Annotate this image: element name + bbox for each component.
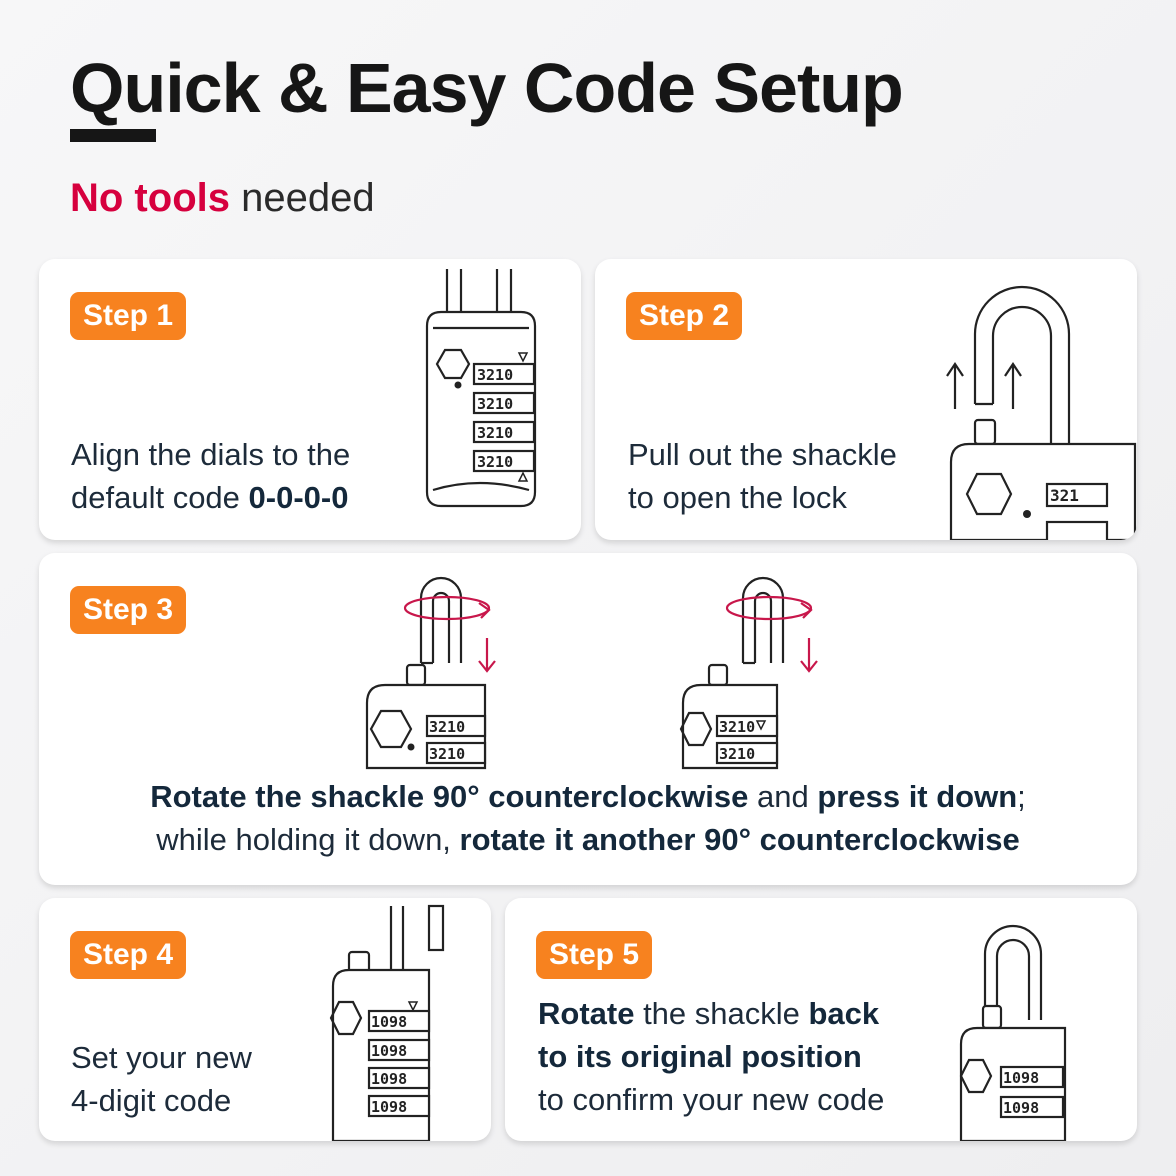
step-4-line-1: Set your new [71,1040,252,1075]
step-4-line-2: 4-digit code [71,1083,232,1118]
step-5-bold-3: to its original position [538,1039,862,1074]
dial-digits: 1098 [371,1013,407,1031]
step-2-description: Pull out the shackle to open the lock [628,433,897,519]
dial-digits: 3210 [477,424,513,442]
dial-digits: 1098 [371,1070,407,1088]
step-4-card: Step 4 Set your new 4-digit code 1098 10… [39,898,491,1141]
padlock-closed-icon: 1098 1098 [959,924,1067,1141]
subtitle: No tools needed [70,176,375,221]
step-1-line-2: default code 0-0-0-0 [71,476,350,519]
step-5-line-2: to its original position [538,1035,884,1078]
dial-digits: 321 [1050,486,1079,505]
padlock-closed-icon: 3210 3210 3210 3210 [425,269,537,508]
step-1-line-2-text: default code [71,480,249,515]
padlock-rotate-icon: 3210 3210 [679,576,818,770]
step-2-line-2: to open the lock [628,480,847,515]
dial-digits: 1098 [371,1098,407,1116]
step-3-bold-1: Rotate the shackle 90° counterclockwise [150,779,749,814]
padlock-rotate-icon: 3210 3210 [365,576,496,770]
dial-digits: 3210 [477,395,513,413]
step-3-text-3: while holding it down, [156,822,460,857]
step-5-card: Step 5 Rotate the shackle back to its or… [505,898,1137,1141]
step-4-description: Set your new 4-digit code [71,1036,252,1122]
step-3-bold-3: rotate it another 90° counterclockwise [459,822,1020,857]
step-3-line-1: Rotate the shackle 90° counterclockwise … [39,775,1137,818]
step-5-text-1: the shackle [634,996,809,1031]
step-1-description: Align the dials to the default code 0-0-… [71,433,350,519]
dial-digits: 3210 [477,453,513,471]
step-2-badge: Step 2 [626,292,743,340]
dial-digits: 1098 [1003,1069,1039,1087]
step-3-bold-2: press it down [817,779,1018,814]
padlock-open-icon: 321 [946,285,1137,540]
step-3-line-2: while holding it down, rotate it another… [39,818,1137,861]
dial-digits: 3210 [719,745,755,763]
step-5-bold-2: back [808,996,880,1031]
step-5-description: Rotate the shackle back to its original … [538,992,884,1121]
dial-digits: 3210 [719,718,755,736]
step-1-line-1: Align the dials to the [71,437,351,472]
dial-digits: 1098 [1003,1099,1039,1117]
subtitle-rest: needed [229,176,375,220]
step-2-card: Step 2 Pull out the shackle to open the … [595,259,1137,540]
step-5-badge: Step 5 [536,931,653,979]
step-3-card: Step 3 3210 3210 3210 3210 Rotate the sh… [39,553,1137,885]
step-3-text-2: ; [1017,779,1026,814]
subtitle-accent: No tools [70,176,230,220]
step-4-badge: Step 4 [70,931,187,979]
step-5-bold-1: Rotate [538,996,635,1031]
page-title: Quick & Easy Code Setup [70,49,904,127]
step-1-badge: Step 1 [70,292,187,340]
step-5-line-3: to confirm your new code [538,1082,885,1117]
step-3-text-1: and [748,779,818,814]
dial-digits: 1098 [371,1042,407,1060]
padlock-set-code-icon: 1098 1098 1098 1098 [329,904,445,1141]
dial-digits: 3210 [429,718,465,736]
title-underline [70,129,156,142]
step-1-default-code: 0-0-0-0 [248,480,349,515]
step-3-badge: Step 3 [70,586,187,634]
dial-digits: 3210 [429,745,465,763]
step-2-line-1: Pull out the shackle [628,437,897,472]
step-5-line-1: Rotate the shackle back [538,992,884,1035]
dial-digits: 3210 [477,366,513,384]
step-3-description: Rotate the shackle 90° counterclockwise … [39,775,1137,861]
step-1-card: Step 1 Align the dials to the default co… [39,259,581,540]
